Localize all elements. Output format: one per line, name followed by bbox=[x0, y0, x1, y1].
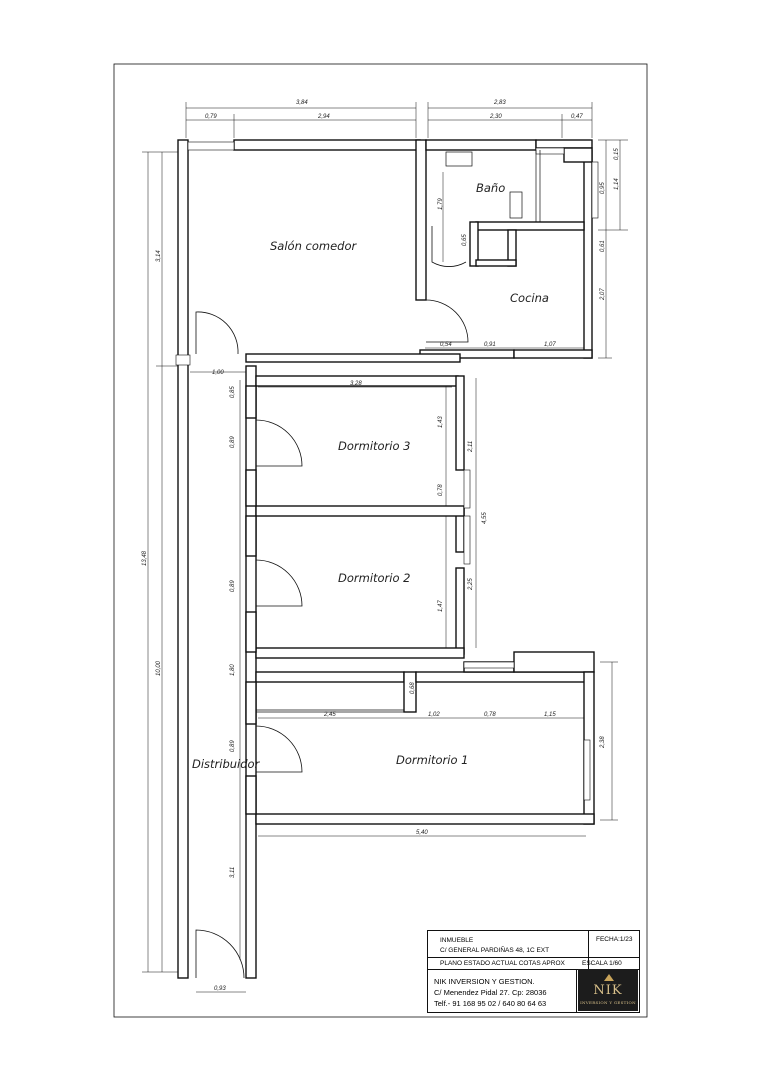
dim-label: 1,80 bbox=[230, 664, 236, 676]
plano-label: PLANO ESTADO ACTUAL COTAS APROX bbox=[440, 960, 565, 967]
dim-label: 2,45 bbox=[323, 712, 336, 718]
dim-label: 2,83 bbox=[493, 100, 506, 106]
dim-label: 2,25 bbox=[468, 578, 474, 591]
dim-label: 2,30 bbox=[489, 114, 502, 120]
room-label-dorm3: Dormitorio 3 bbox=[338, 439, 411, 453]
dim-label: 0,68 bbox=[410, 682, 416, 694]
dim-label: 1,14 bbox=[614, 178, 620, 190]
logo-text: NIK bbox=[593, 983, 623, 998]
dim-label: 0,89 bbox=[230, 580, 236, 592]
room-label-dorm2: Dormitorio 2 bbox=[338, 571, 411, 585]
dim-label: 0,89 bbox=[230, 436, 236, 448]
title-block: INMUEBLE FECHA:1/23 C/ GENERAL PARDIÑAS … bbox=[427, 930, 640, 1013]
company-street: C/ Menendez Pidal 27. Cp: 28036 bbox=[434, 988, 547, 997]
room-label-bano: Baño bbox=[476, 181, 505, 195]
company-name: NIK INVERSION Y GESTION. bbox=[434, 977, 535, 986]
address-label: C/ GENERAL PARDIÑAS 48, 1C EXT bbox=[440, 947, 550, 954]
room-label-salon: Salón comedor bbox=[270, 239, 357, 253]
dim-label: 3,11 bbox=[230, 867, 236, 878]
logo-mark-icon bbox=[604, 974, 614, 981]
dim-label: 10,00 bbox=[156, 660, 162, 676]
dim-label: 0,85 bbox=[230, 386, 236, 398]
dim-label: 1,43 bbox=[438, 416, 444, 428]
dim-label: 1,79 bbox=[438, 198, 444, 210]
dim-label: 0,93 bbox=[214, 986, 226, 992]
dim-label: 0,91 bbox=[484, 342, 496, 348]
escala-label: ESCALA 1/60 bbox=[582, 960, 622, 967]
company-phone: Telf.- 91 168 95 02 / 640 80 64 63 bbox=[434, 999, 547, 1008]
logo-subtitle: INVERSION Y GESTION bbox=[580, 1000, 636, 1005]
dim-label: 0,95 bbox=[600, 182, 606, 194]
dim-label: 1,47 bbox=[438, 600, 444, 612]
dim-label: 5,40 bbox=[416, 830, 428, 836]
dim-label: 2,38 bbox=[600, 736, 606, 749]
room-label-dorm1: Dormitorio 1 bbox=[396, 753, 469, 767]
dim-label: 0,89 bbox=[230, 740, 236, 752]
dim-label: 0,79 bbox=[205, 114, 217, 120]
dim-label: 1,00 bbox=[212, 370, 224, 376]
fixtures bbox=[256, 150, 541, 713]
dim-label: 3,28 bbox=[350, 381, 362, 387]
dim-label: 13,48 bbox=[142, 550, 148, 566]
inmueble-label: INMUEBLE bbox=[440, 937, 474, 944]
dim-label: 2,11 bbox=[468, 441, 474, 453]
dim-label: 2,94 bbox=[317, 114, 330, 120]
dimension-labels: 3,84 2,83 0,79 2,94 2,30 0,47 3,14 13,48… bbox=[142, 100, 620, 992]
walls bbox=[177, 139, 595, 979]
dim-label: 2,07 bbox=[600, 288, 606, 301]
dim-label: 0,78 bbox=[484, 712, 496, 718]
dim-label: 3,14 bbox=[156, 250, 162, 262]
windows bbox=[175, 141, 599, 801]
dim-label: 0,61 bbox=[600, 240, 606, 252]
dim-label: 0,47 bbox=[571, 114, 583, 120]
doors bbox=[195, 226, 469, 979]
dim-label: 0,54 bbox=[440, 342, 452, 348]
dim-label: 4,55 bbox=[482, 512, 488, 524]
dim-label: 0,78 bbox=[438, 484, 444, 496]
sheet-border bbox=[113, 63, 648, 1018]
room-label-cocina: Cocina bbox=[510, 291, 549, 305]
nik-logo: NIK INVERSION Y GESTION bbox=[578, 969, 638, 1011]
dim-label: 1,02 bbox=[428, 712, 440, 718]
dim-label: 0,15 bbox=[614, 148, 620, 160]
dim-label: 0,65 bbox=[462, 234, 468, 246]
fecha-label: FECHA:1/23 bbox=[596, 936, 633, 943]
dim-label: 3,84 bbox=[296, 100, 308, 106]
room-label-distribuidor: Distribuidor bbox=[192, 757, 261, 771]
dimension-lines bbox=[142, 102, 628, 993]
dim-label: 1,15 bbox=[544, 712, 556, 718]
dim-label: 1,07 bbox=[544, 342, 556, 348]
